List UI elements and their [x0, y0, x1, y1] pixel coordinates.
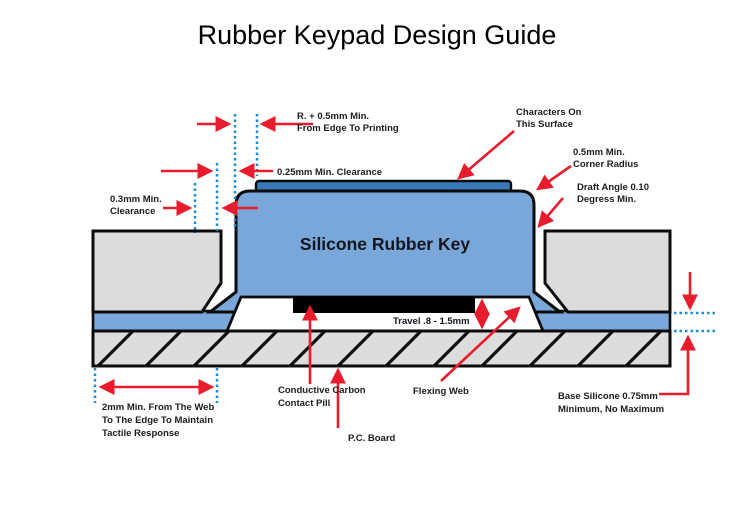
- label-base-silicone-1: Base Silicone 0.75mm: [558, 391, 658, 402]
- label-corner-radius-1: 0.5mm Min.: [573, 147, 625, 158]
- label-characters-1: Characters On: [516, 107, 582, 118]
- page-title: Rubber Keypad Design Guide: [198, 20, 557, 50]
- label-draft-angle-2: Degress Min.: [577, 194, 636, 205]
- label-silicone-rubber-key: Silicone Rubber Key: [300, 234, 470, 254]
- label-draft-angle-1: Draft Angle 0.10: [577, 182, 649, 193]
- dimension-lines: [93, 114, 716, 403]
- label-web-margin-1: 2mm Min. From The Web: [102, 402, 214, 413]
- label-clearance-03-1: 0.3mm Min.: [110, 194, 162, 205]
- arrow-draft-angle: [537, 197, 564, 228]
- label-flexing-web: Flexing Web: [413, 386, 469, 397]
- left-bezel: [91, 229, 223, 314]
- label-web-margin-3: Tactile Response: [102, 428, 179, 439]
- arrow-corner-radius: [536, 164, 572, 191]
- arrow-base-bottom: [659, 334, 697, 396]
- label-clearance-025: 0.25mm Min. Clearance: [277, 167, 382, 178]
- label-edge-to-printing-1: R. + 0.5mm Min.: [297, 111, 369, 122]
- arrow-flexing-web: [440, 306, 521, 382]
- annotation-arrows: [98, 115, 699, 428]
- label-contact-pill-2: Contact Pill: [278, 398, 330, 409]
- label-web-margin-2: To The Edge To Maintain: [102, 415, 213, 426]
- label-corner-radius-2: Corner Radius: [573, 159, 638, 170]
- arrow-characters: [457, 130, 515, 180]
- label-pc-board: P.C. Board: [348, 433, 396, 444]
- pc-board-hatching: [91, 329, 672, 368]
- label-clearance-03-2: Clearance: [110, 206, 155, 217]
- label-characters-2: This Surface: [516, 119, 573, 130]
- label-travel: Travel .8 - 1.5mm: [393, 316, 470, 327]
- right-bezel: [543, 229, 672, 314]
- label-contact-pill-1: Conductive Carbon: [278, 385, 366, 396]
- label-base-silicone-2: Minimum, No Maximum: [558, 404, 664, 415]
- carbon-pill: [293, 296, 475, 313]
- label-edge-to-printing-2: From Edge To Printing: [297, 123, 399, 134]
